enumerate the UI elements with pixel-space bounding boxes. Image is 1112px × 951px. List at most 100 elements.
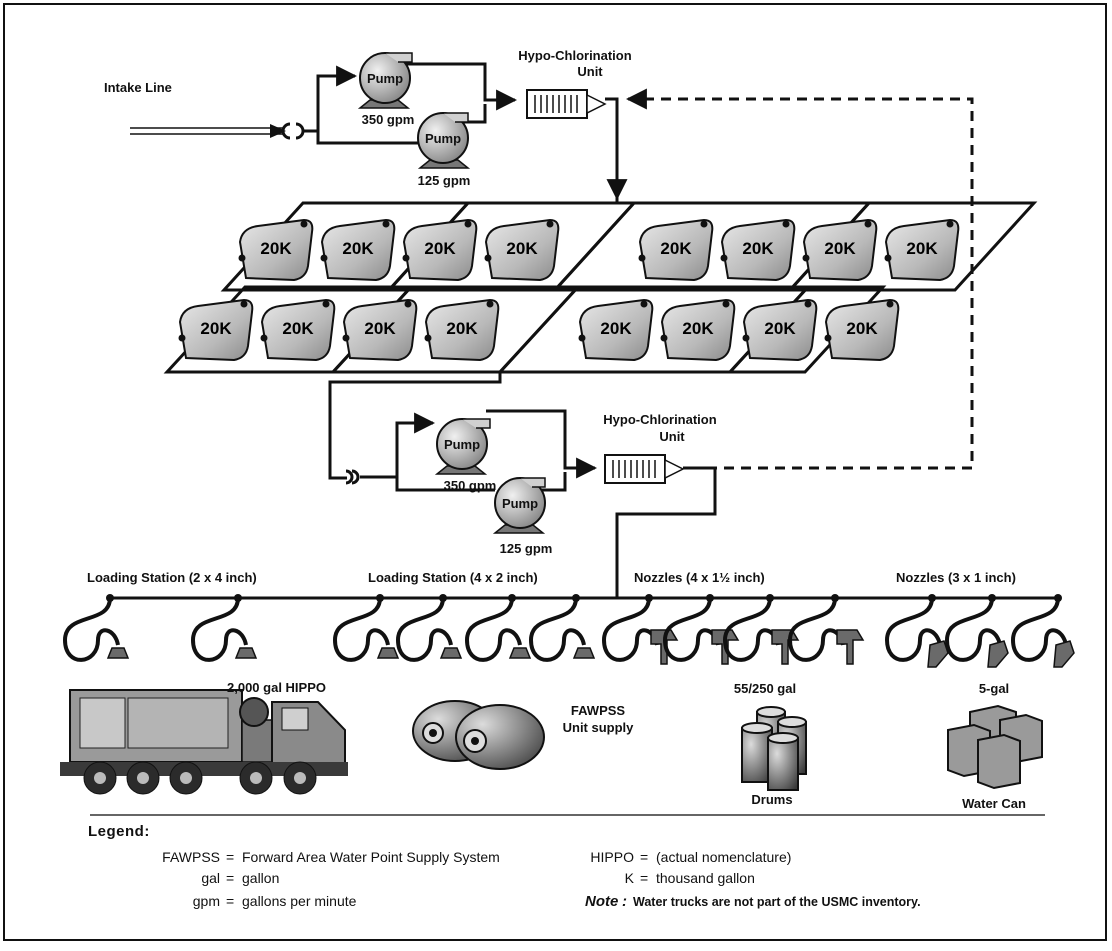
tank-label: 20K xyxy=(600,319,632,338)
hypo-unit-top-label-1: Hypo-Chlorination xyxy=(518,48,631,63)
legend-eq: = xyxy=(226,849,234,865)
tank-label: 20K xyxy=(260,239,292,258)
top-outflow-line xyxy=(605,97,628,201)
hypo-unit-mid-label-1: Hypo-Chlorination xyxy=(603,412,716,427)
legend-entries: FAWPSS = Forward Area Water Point Supply… xyxy=(162,849,920,910)
tank-label: 20K xyxy=(906,239,938,258)
nozzle-hose xyxy=(884,594,949,668)
tank-label: 20K xyxy=(364,319,396,338)
intake-line-label: Intake Line xyxy=(104,80,172,95)
tank-20k: 20K xyxy=(884,218,960,282)
recirculation-line xyxy=(625,88,974,470)
tank-20k: 20K xyxy=(260,298,336,362)
legend-eq: = xyxy=(640,870,648,886)
tank-20k: 20K xyxy=(238,218,314,282)
legend-eq: = xyxy=(640,849,648,865)
nozzles-b-label: Nozzles (3 x 1 inch) xyxy=(896,570,1016,585)
tank-label: 20K xyxy=(846,319,878,338)
tank-label: 20K xyxy=(342,239,374,258)
loading-hose xyxy=(332,594,400,662)
nozzles-a-label: Nozzles (4 x 1½ inch) xyxy=(634,570,765,585)
lower-pump-manifold xyxy=(345,409,598,492)
pump-350-top: Pump 350 gpm xyxy=(357,52,415,127)
legend-eq: = xyxy=(226,870,234,886)
hypo-chlorination-unit-lower: Hypo-Chlorination Unit xyxy=(603,412,717,484)
can-capacity-label: 5-gal xyxy=(979,681,1009,696)
drums: 55/250 gal Drums xyxy=(734,681,807,807)
loading-station-b-label: Loading Station (4 x 2 inch) xyxy=(368,570,538,585)
tank-20k: 20K xyxy=(178,298,254,362)
tank-label: 20K xyxy=(506,239,538,258)
hypo-chlorination-unit-top: Hypo-Chlorination Unit xyxy=(518,48,632,119)
drums-capacity-label: 55/250 gal xyxy=(734,681,796,696)
legend-abbr: K xyxy=(625,870,635,886)
tank-20k: 20K xyxy=(824,298,900,362)
legend-def: Forward Area Water Point Supply System xyxy=(242,849,500,865)
loading-hose xyxy=(528,594,596,662)
hippo-label: 2,000 gal HIPPO xyxy=(227,680,326,695)
tank-label: 20K xyxy=(824,239,856,258)
legend-abbr: gpm xyxy=(193,893,220,909)
tank-label: 20K xyxy=(682,319,714,338)
legend-abbr: gal xyxy=(201,870,220,886)
pump-125-top: Pump 125 gpm xyxy=(417,112,471,188)
tank-label: 20K xyxy=(764,319,796,338)
distribution-feed-line xyxy=(615,466,717,598)
legend-note-text: Water trucks are not part of the USMC in… xyxy=(633,895,921,909)
hypo-unit-mid-label-2: Unit xyxy=(659,429,685,444)
tank-20k: 20K xyxy=(484,218,560,282)
fawpss-bladders: FAWPSS Unit supply xyxy=(412,700,635,770)
pump-label: Pump xyxy=(425,131,461,146)
legend-def: gallons per minute xyxy=(242,893,357,909)
water-cans: 5-gal Water Can xyxy=(947,681,1043,811)
hypo-unit-top-label-2: Unit xyxy=(577,64,603,79)
loading-hose xyxy=(464,594,532,662)
pump-label: Pump xyxy=(444,437,480,452)
fawpss-label-1: FAWPSS xyxy=(571,703,626,718)
tank-label: 20K xyxy=(424,239,456,258)
nozzle-hose xyxy=(944,594,1009,668)
hose-group xyxy=(62,594,1075,668)
tank-20k: 20K xyxy=(802,218,878,282)
legend-def: thousand gallon xyxy=(656,870,755,886)
tank-20k: 20K xyxy=(578,298,654,362)
legend-eq: = xyxy=(226,893,234,909)
tank-group: 20K 20K 20K 20K 20K 20K 20K 20K 20K 20K 20K 20K 20K 2… xyxy=(178,218,960,362)
loading-station-a-label: Loading Station (2 x 4 inch) xyxy=(87,570,257,585)
legend-note-colon: : xyxy=(622,893,627,910)
tank-label: 20K xyxy=(282,319,314,338)
drums-label: Drums xyxy=(751,792,792,807)
tank-20k: 20K xyxy=(402,218,478,282)
tank-20k: 20K xyxy=(660,298,736,362)
pump-350-label: 350 gpm xyxy=(362,112,415,127)
nozzle-hose xyxy=(787,594,865,665)
tank-20k: 20K xyxy=(342,298,418,362)
legend-abbr: HIPPO xyxy=(590,849,634,865)
tank-label: 20K xyxy=(660,239,692,258)
legend-def: gallon xyxy=(242,870,279,886)
pump-125-label: 125 gpm xyxy=(418,173,471,188)
hippo-truck: 2,000 gal HIPPO xyxy=(60,680,348,795)
tank-20k: 20K xyxy=(320,218,396,282)
loading-hose xyxy=(190,594,258,662)
fawpss-label-2: Unit supply xyxy=(563,720,635,735)
tank-20k: 20K xyxy=(742,298,818,362)
loading-hose xyxy=(62,594,130,662)
water-can-label: Water Can xyxy=(962,796,1026,811)
pump-label: Pump xyxy=(367,71,403,86)
tank-20k: 20K xyxy=(638,218,714,282)
legend-abbr: FAWPSS xyxy=(162,849,220,865)
pump-350-lower: Pump 350 gpm xyxy=(434,418,496,493)
tank-20k: 20K xyxy=(720,218,796,282)
tank-20k: 20K xyxy=(424,298,500,362)
nozzle-hose xyxy=(1010,594,1075,668)
tank-label: 20K xyxy=(742,239,774,258)
pump-125-lower: Pump 125 gpm xyxy=(492,477,553,556)
pump-125-label: 125 gpm xyxy=(500,541,553,556)
diagram-frame xyxy=(3,3,1107,941)
legend-def: (actual nomenclature) xyxy=(656,849,791,865)
tank-label: 20K xyxy=(446,319,478,338)
loading-hose xyxy=(395,594,463,662)
